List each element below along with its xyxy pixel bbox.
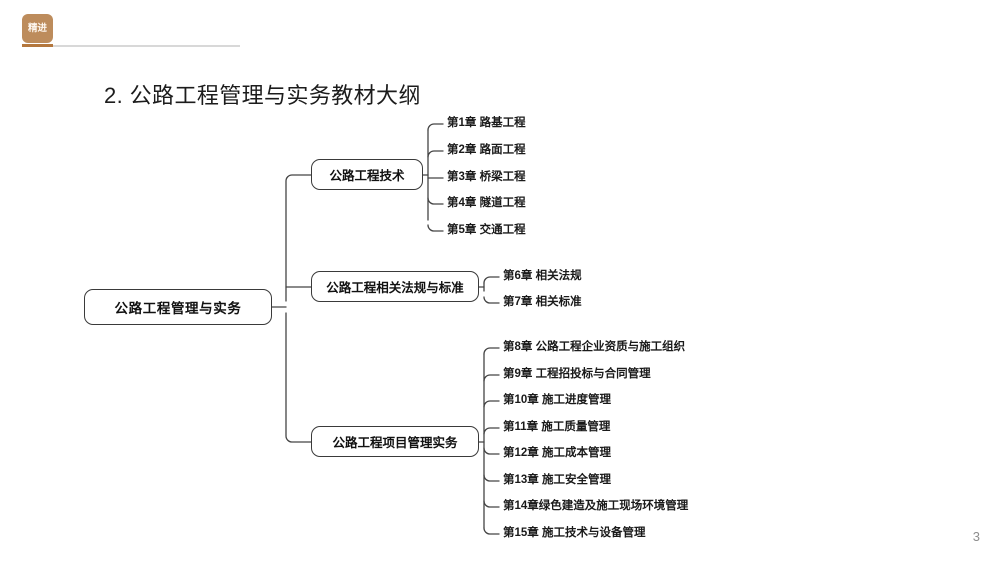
slide-header: 精进 xyxy=(0,0,1000,56)
node-branch-project-management-practice[interactable]: 公路工程项目管理实务 xyxy=(311,426,479,457)
leaf-chapter-7[interactable]: 第7章 相关标准 xyxy=(503,296,582,308)
leaf-stub-3-8 xyxy=(483,527,500,535)
leaf-chapter-3[interactable]: 第3章 桥梁工程 xyxy=(447,171,526,183)
leaf-chapter-6[interactable]: 第6章 相关法规 xyxy=(503,270,582,282)
leaf-stub-3-1 xyxy=(483,347,500,355)
leaf-stub-3-7 xyxy=(483,500,500,508)
leaf-chapter-5[interactable]: 第5章 交通工程 xyxy=(447,224,526,236)
header-accent-rule xyxy=(22,44,53,47)
leaf-stub-3-6 xyxy=(483,474,500,482)
node-root-label: 公路工程管理与实务 xyxy=(114,301,242,316)
node-branch2-label: 公路工程相关法规与标准 xyxy=(326,281,464,295)
leaf-chapter-14[interactable]: 第14章绿色建造及施工现场环境管理 xyxy=(503,500,689,512)
page-title: 2. 公路工程管理与实务教材大纲 xyxy=(104,83,421,108)
leaf-chapter-13[interactable]: 第13章 施工安全管理 xyxy=(503,474,611,486)
node-branch-highway-engineering-technology[interactable]: 公路工程技术 xyxy=(311,159,423,190)
leaf-stub-2-1 xyxy=(483,276,500,284)
leaf-chapter-1[interactable]: 第1章 路基工程 xyxy=(447,117,526,129)
connector-root-to-branch3 xyxy=(285,312,312,443)
leaf-chapter-4[interactable]: 第4章 隧道工程 xyxy=(447,197,526,209)
leaf-chapter-12[interactable]: 第12章 施工成本管理 xyxy=(503,447,611,459)
brand-logo-badge: 精进 xyxy=(22,14,53,43)
node-root[interactable]: 公路工程管理与实务 xyxy=(84,289,272,325)
node-branch-regulations-and-standards[interactable]: 公路工程相关法规与标准 xyxy=(311,271,479,302)
leaf-chapter-15[interactable]: 第15章 施工技术与设备管理 xyxy=(503,527,646,539)
leaf-chapter-8[interactable]: 第8章 公路工程企业资质与施工组织 xyxy=(503,341,686,353)
leaf-stub-3-3 xyxy=(483,400,500,408)
leaf-chapter-11[interactable]: 第11章 施工质量管理 xyxy=(503,421,611,433)
leaf-chapter-9[interactable]: 第9章 工程招投标与合同管理 xyxy=(503,368,651,380)
leaf-stub-1-5 xyxy=(427,224,444,232)
connector-root-to-branch1 xyxy=(285,174,312,302)
page-number: 3 xyxy=(972,529,980,544)
leaf-stub-1-4 xyxy=(427,197,444,205)
leaf-stub-3-4 xyxy=(483,427,500,435)
leaf-chapter-2[interactable]: 第2章 路面工程 xyxy=(447,144,526,156)
leaf-chapter-10[interactable]: 第10章 施工进度管理 xyxy=(503,394,611,406)
node-branch1-label: 公路工程技术 xyxy=(329,169,405,183)
leaf-stub-2-2 xyxy=(483,296,500,304)
leaf-stub-3-5 xyxy=(483,447,500,455)
leaf-stub-1-2 xyxy=(427,150,444,158)
node-branch3-label: 公路工程项目管理实务 xyxy=(332,436,458,450)
leaf-stub-1-1 xyxy=(427,123,444,131)
leaf-stub-3-2 xyxy=(483,374,500,382)
brand-logo-label: 精进 xyxy=(27,22,47,34)
header-divider-rule xyxy=(53,44,240,47)
